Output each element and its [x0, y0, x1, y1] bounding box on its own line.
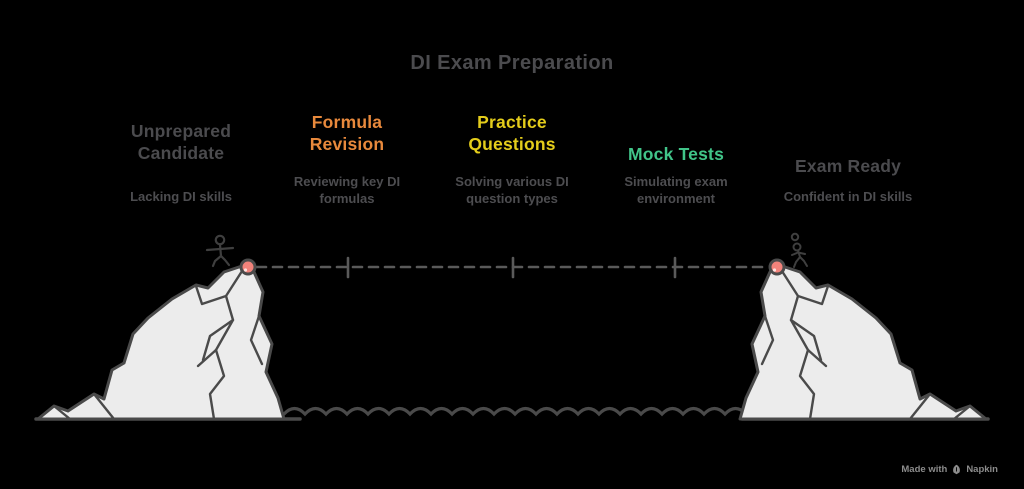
stage-heading-unprepared-candidate: Unprepared Candidate: [130, 121, 232, 163]
celebrating-person-icon: [790, 232, 808, 268]
napkin-logo-icon: [953, 464, 961, 475]
credit-prefix: Made with: [901, 464, 948, 475]
stage-heading-formula-revision: Formula Revision: [309, 112, 385, 154]
stage-subtext-unprepared-candidate: Lacking DI skills: [130, 189, 232, 204]
stage-subtext-mock-tests: Simulating exam environment: [624, 174, 728, 206]
stage-subtext-formula-revision: Reviewing key DI formulas: [293, 174, 401, 206]
left-cliff: [36, 262, 286, 421]
credit-brand: Napkin: [966, 464, 998, 475]
stage-subtext-exam-ready: Confident in DI skills: [783, 189, 913, 204]
marker-highlight: [243, 268, 248, 272]
water-wave: [282, 406, 748, 417]
napkin-credit[interactable]: Made with Napkin: [901, 464, 998, 475]
page-title: DI Exam Preparation: [410, 52, 614, 74]
start-marker-dot: [239, 258, 257, 276]
stage-heading-practice-questions: Practice Questions: [468, 112, 556, 154]
end-marker-dot: [768, 258, 786, 276]
stage-heading-mock-tests: Mock Tests: [627, 144, 724, 164]
balancing-person-icon: [205, 234, 235, 268]
marker-highlight: [772, 268, 777, 272]
right-cliff: [738, 262, 988, 421]
stage-subtext-practice-questions: Solving various DI question types: [455, 174, 569, 206]
stage-heading-exam-ready: Exam Ready: [794, 156, 902, 176]
